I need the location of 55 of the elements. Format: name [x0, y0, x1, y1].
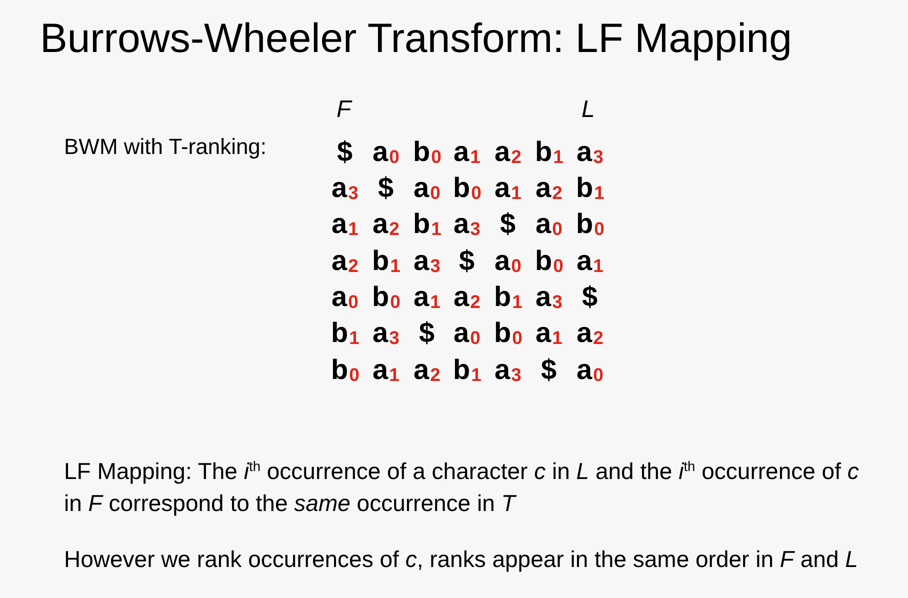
matrix-label: BWM with T-ranking:: [64, 134, 267, 160]
bwm-symbol: $: [582, 281, 598, 313]
bwm-symbol: a$_{1}$: [536, 317, 562, 350]
bwm-symbol: a$_{2}$: [576, 317, 604, 350]
column-heading: L: [582, 96, 595, 124]
bwm-symbol: b$_{0}$: [535, 245, 564, 278]
bwm-symbol: b$_{0}$: [331, 354, 360, 388]
bwm-symbol: $: [541, 354, 557, 386]
bwm-symbol: a$_{1}$: [494, 172, 522, 206]
bwm-symbol: a$_{2}$: [494, 136, 522, 170]
paragraph: However we rank occurrences of c, ranks appear in the same order in F and L: [64, 545, 859, 574]
bwm-symbol: a$_{0}$: [576, 354, 604, 388]
bwm-symbol: $: [337, 136, 353, 168]
bwm-symbol: b$_{1}$: [576, 172, 604, 206]
bwm-symbol: b$_{0}$: [453, 172, 482, 206]
bwm-symbol: $: [419, 317, 435, 349]
column-heading: F: [336, 96, 352, 124]
bwm-symbol: a$_{0}$: [494, 245, 522, 278]
bwm-symbol: $: [500, 208, 516, 240]
bwm-symbol: a$_{3}$: [332, 172, 358, 206]
bwm-symbol: a$_{3}$: [536, 281, 562, 314]
bwm-symbol: a$_{0}$: [536, 208, 562, 242]
bwm-symbol: a$_{2}$: [332, 245, 358, 278]
bwm-symbol: b$_{0}$: [413, 136, 442, 170]
bwm-symbol: b$_{1}$: [331, 317, 360, 350]
bwm-symbol: a$_{3}$: [372, 317, 400, 350]
bwm-symbol: a$_{3}$: [576, 136, 604, 170]
bwm-symbol: b$_{1}$: [494, 281, 522, 314]
bwm-symbol: a$_{1}$: [372, 354, 400, 388]
bwm-symbol: a$_{0}$: [372, 136, 400, 170]
slide-title: Burrows-Wheeler Transform: LF Mapping: [40, 14, 792, 62]
bwm-symbol: a$_{3}$: [414, 245, 440, 278]
bwm-symbol: b$_{1}$: [535, 136, 564, 170]
bwm-symbol: a$_{1}$: [332, 208, 358, 242]
paragraph: LF Mapping: The i$^{th}$ occurrence of a character c in L and the i$^{th}$ occurrence of c in F correspond to the same occurrence in T: [64, 457, 860, 518]
bwm-symbol: a$_{2}$: [414, 354, 440, 388]
bwm-symbol: a$_{1}$: [576, 245, 604, 278]
bwm-symbol: a$_{2}$: [536, 172, 562, 206]
bwm-symbol: a$_{1}$: [414, 281, 440, 314]
bwm-symbol: a$_{3}$: [454, 208, 480, 242]
bwm-symbol: b$_{0}$: [494, 317, 522, 350]
bwm-symbol: b$_{1}$: [372, 245, 400, 278]
bwm-symbol: a$_{2}$: [454, 281, 480, 314]
bwm-symbol: $: [378, 172, 394, 204]
bwm-symbol: b$_{1}$: [413, 208, 442, 242]
bwm-symbol: $: [459, 245, 475, 277]
bwm-symbol: b$_{0}$: [576, 208, 604, 242]
bwm-symbol: b$_{0}$: [372, 281, 400, 314]
bwm-symbol: b$_{1}$: [453, 354, 482, 388]
bwm-symbol: a$_{2}$: [372, 208, 400, 242]
bwm-symbol: a$_{3}$: [494, 354, 522, 388]
bwm-symbol: a$_{0}$: [332, 281, 358, 314]
bwm-symbol: a$_{0}$: [454, 317, 480, 350]
bwm-symbol: a$_{0}$: [414, 172, 440, 206]
bwm-symbol: a$_{1}$: [454, 136, 480, 170]
